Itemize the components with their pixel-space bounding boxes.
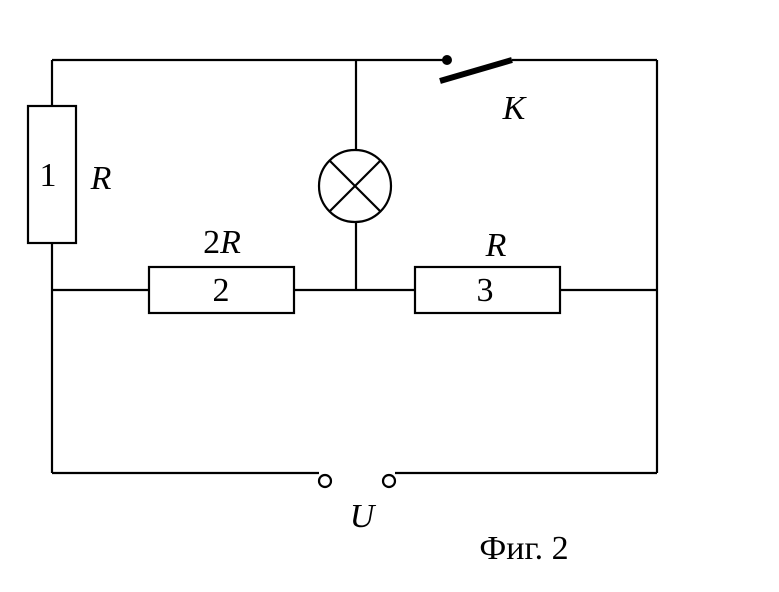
resistor-2-value: 2R	[203, 224, 241, 261]
resistor-2: 2	[147, 265, 296, 315]
resistor-1: 1	[26, 104, 78, 245]
lamp-icon	[317, 148, 393, 224]
switch-label: K	[502, 90, 528, 127]
switch-icon	[439, 55, 513, 84]
figure-caption: Фиг. 2	[479, 530, 568, 567]
resistor-2-value-coef: 2	[203, 224, 220, 261]
terminal-icon-right	[381, 473, 397, 489]
resistor-3: 3	[413, 265, 562, 315]
resistor-1-number: 1	[40, 157, 57, 194]
resistor-3-value: R	[485, 227, 507, 264]
terminal-icon-left	[317, 473, 333, 489]
resistor-2-value-var: R	[219, 224, 241, 261]
source-label: U	[350, 498, 377, 535]
resistor-3-number: 3	[477, 272, 494, 309]
resistor-1-value: R	[90, 160, 112, 197]
resistor-2-number: 2	[213, 272, 230, 309]
